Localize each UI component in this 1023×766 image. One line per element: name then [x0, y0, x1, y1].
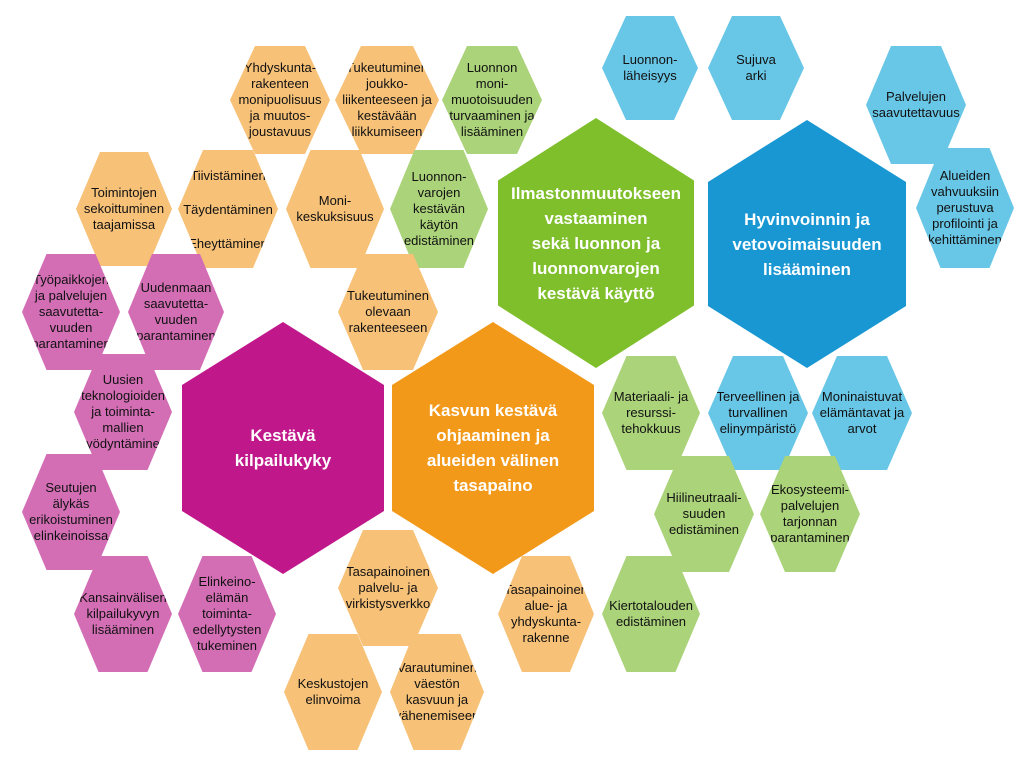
hex-label: Moni- keskuksisuus	[296, 193, 374, 224]
hex-toimintojen-sekoittuminen: Toimintojen sekoittuminen taajamissa	[76, 152, 172, 266]
hex-label: Keskustojen elinvoima	[297, 676, 369, 707]
hex-label: Sujuva arki	[736, 52, 776, 83]
hex-alue-yhdyskuntarakenne: Tasapainoinen alue- ja yhdyskunta- raken…	[498, 556, 594, 672]
hex-label: Kansainvälisen kilpailukyvyn lisääminen	[79, 590, 167, 637]
hex-label: Ekosysteemi- palvelujen tarjonnan parant…	[770, 482, 850, 545]
hex-terveellinen-elinymparisto: Terveellinen ja turvallinen elinympärist…	[708, 356, 808, 470]
hex-label: Palvelujen saavutettavuus	[872, 89, 960, 120]
hex-moninaistuvat-elamantavat: Moninaistuvat elämäntavat ja arvot	[812, 356, 912, 470]
hex-label: Elinkeino- elämän toiminta- edellytysten…	[192, 574, 262, 653]
hex-monikeskuksisuus: Moni- keskuksisuus	[286, 150, 384, 268]
hex-label: Terveellinen ja turvallinen elinympärist…	[716, 389, 800, 436]
hex-label: Uudenmaan saavutetta- vuuden parantamine…	[136, 280, 216, 343]
hex-seutujen-erikoistuminen: Seutujen älykäs erikoistuminen elinkeino…	[22, 454, 120, 570]
main-theme-competitiveness: Kestävä kilpailukyky	[182, 322, 384, 574]
hex-label: Alueiden vahvuuksiin perustuva profiloin…	[928, 168, 1002, 247]
hex-label: Tiivistäminen Täydentäminen Eheyttäminen	[183, 167, 273, 251]
hex-yhdyskuntarakenteen-monipuolisuus: Yhdyskunta- rakenteen monipuolisuus ja m…	[230, 46, 330, 154]
hex-kiertotalous: Kiertotalouden edistäminen	[602, 556, 700, 672]
main-theme-wellbeing: Hyvinvoinnin ja vetovoimaisuuden lisäämi…	[708, 120, 906, 368]
hex-uudenmaan-saavutettavuus: Uudenmaan saavutetta- vuuden parantamine…	[128, 254, 224, 370]
main-theme-growth-label: Kasvun kestävä ohjaaminen ja alueiden vä…	[426, 401, 560, 495]
hex-tiivistaminen: Tiivistäminen Täydentäminen Eheyttäminen	[178, 150, 278, 268]
hex-label: Uusien teknologioiden ja toiminta- malli…	[78, 372, 168, 451]
hex-palvelujen-saavutettavuus: Palvelujen saavutettavuus	[866, 46, 966, 164]
hex-label: Materiaali- ja resurssi- tehokkuus	[613, 389, 689, 436]
hex-sujuva-arki: Sujuva arki	[708, 16, 804, 120]
hex-hiilineutraalisuus: Hiilineutraali- suuden edistäminen	[654, 456, 754, 572]
hex-kansainvalinen-kilpailukyky: Kansainvälisen kilpailukyvyn lisääminen	[74, 556, 172, 672]
main-theme-climate: Ilmastonmuutokseen vastaaminen sekä luon…	[498, 118, 694, 368]
main-theme-climate-label: Ilmastonmuutokseen vastaaminen sekä luon…	[510, 183, 682, 303]
hex-alueiden-vahvuudet: Alueiden vahvuuksiin perustuva profiloin…	[916, 148, 1014, 268]
hex-label: Työpaikkojen ja palvelujen saavutetta- v…	[31, 272, 111, 351]
hex-luonnonvarojen-kaytto: Luonnon- varojen kestävän käytön edistäm…	[390, 150, 488, 268]
hex-label: Luonnon moni- muotoisuuden turvaaminen j…	[449, 60, 535, 139]
hex-tyopaikkojen-saavutettavuus: Työpaikkojen ja palvelujen saavutetta- v…	[22, 254, 120, 370]
hex-label: Seutujen älykäs erikoistuminen elinkeino…	[29, 480, 113, 543]
hex-luonnon-monimuotoisuus: Luonnon moni- muotoisuuden turvaaminen j…	[442, 46, 542, 154]
hex-keskustojen-elinvoima: Keskustojen elinvoima	[284, 634, 382, 750]
main-theme-wellbeing-label: Hyvinvoinnin ja vetovoimaisuuden lisäämi…	[732, 209, 882, 279]
hex-joukkoliikenne: Tukeutuminen joukko- liikenteeseen ja ke…	[335, 46, 439, 154]
hex-label: Luonnon- läheisyys	[622, 52, 678, 83]
hex-label: Kiertotalouden edistäminen	[609, 598, 693, 629]
hex-label: Tasapainoinen palvelu- ja virkistysverkk…	[345, 564, 431, 611]
hex-label: Tukeutuminen olevaan rakenteeseen	[347, 288, 429, 335]
hex-label: Tukeutuminen joukko- liikenteeseen ja ke…	[342, 60, 432, 139]
hex-label: Yhdyskunta- rakenteen monipuolisuus ja m…	[238, 60, 322, 139]
hex-label: Varautuminen väestön kasvuun ja vähenemi…	[394, 660, 480, 723]
hex-elinkeinoelaman-edellytykset: Elinkeino- elämän toiminta- edellytysten…	[178, 556, 276, 672]
hex-label: Hiilineutraali- suuden edistäminen	[666, 490, 742, 537]
hex-label: Moninaistuvat elämäntavat ja arvot	[819, 389, 905, 436]
hex-palvelu-virkistysverkko: Tasapainoinen palvelu- ja virkistysverkk…	[338, 530, 438, 646]
hex-varautuminen-vaeston-muutoksiin: Varautuminen väestön kasvuun ja vähenemi…	[390, 634, 484, 750]
hex-olevaan-rakenteeseen: Tukeutuminen olevaan rakenteeseen	[338, 254, 438, 370]
hex-label: Tasapainoinen alue- ja yhdyskunta- raken…	[504, 582, 588, 645]
hex-label: Luonnon- varojen kestävän käytön edistäm…	[403, 169, 475, 248]
main-theme-growth: Kasvun kestävä ohjaaminen ja alueiden vä…	[392, 322, 594, 574]
hex-ekosysteemipalvelut: Ekosysteemi- palvelujen tarjonnan parant…	[760, 456, 860, 572]
hex-luonnonlaheisyys: Luonnon- läheisyys	[602, 16, 698, 120]
hex-label: Toimintojen sekoittuminen taajamissa	[83, 185, 165, 232]
main-theme-competitiveness-label: Kestävä kilpailukyky	[234, 426, 332, 470]
hex-materiaali-resurssitehokkuus: Materiaali- ja resurssi- tehokkuus	[602, 356, 700, 470]
hex-uusien-teknologioiden: Uusien teknologioiden ja toiminta- malli…	[74, 354, 172, 470]
